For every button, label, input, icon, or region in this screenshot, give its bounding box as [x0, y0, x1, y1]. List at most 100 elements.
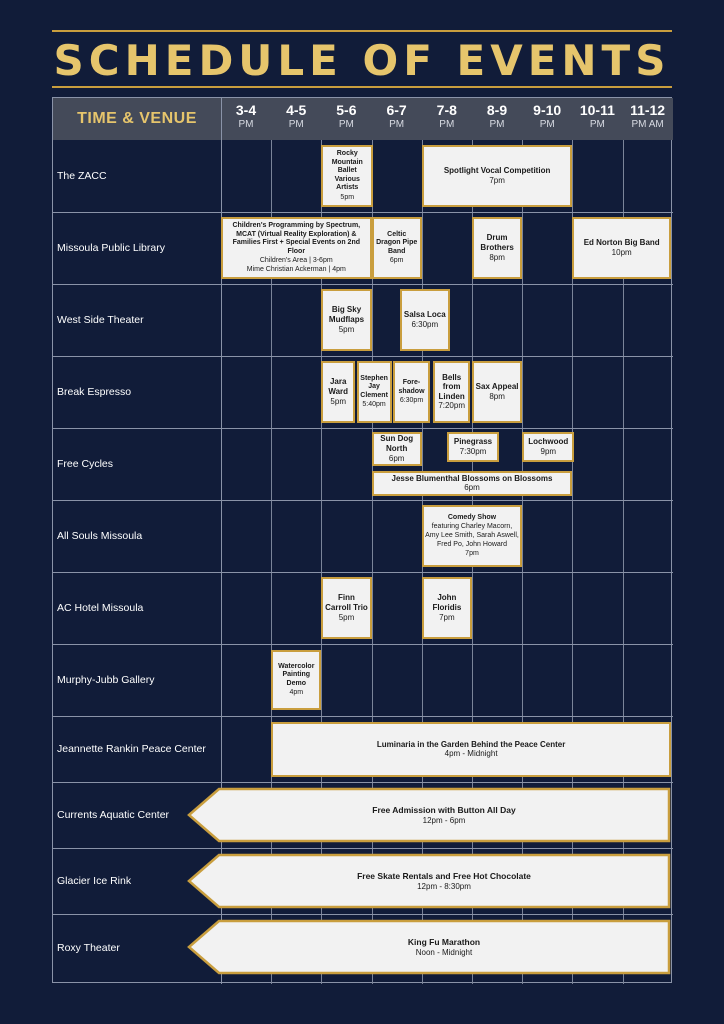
event-name: Finn Carroll Trio [325, 593, 368, 612]
time-slot-hours: 5-6 [336, 102, 357, 118]
event-name: Drum Brothers [480, 233, 514, 252]
time-slot-hours: 8-9 [486, 102, 508, 118]
time-slot-period: PM [539, 119, 555, 130]
venue-name: West Side Theater [57, 314, 144, 326]
event-name: Celtic Dragon Pipe Band [376, 230, 418, 255]
time-slot-period: PM [439, 119, 455, 130]
venue-name: Currents Aquatic Center [57, 809, 170, 821]
event-box[interactable]: Luminaria in the Garden Behind the Peace… [271, 722, 671, 777]
venue-label: Currents Aquatic Center [57, 782, 222, 848]
event-name: Sax Appeal [475, 382, 519, 392]
event-name: Pinegrass [453, 437, 493, 447]
event-name: Salsa Loca [403, 310, 446, 320]
event-box[interactable]: Watercolor Painting Demo 4pm [271, 650, 322, 710]
event-time: 12pm - 6pm [422, 815, 466, 825]
event-name: Free Admission with Button All Day [372, 804, 516, 815]
venue-label: AC Hotel Missoula [57, 572, 222, 644]
venue-name: All Souls Missoula [57, 530, 143, 542]
event-time: 7pm [439, 612, 455, 622]
venue-name: Glacier Ice Rink [57, 875, 132, 887]
event-box[interactable]: Celtic Dragon Pipe Band 6pm [371, 217, 422, 279]
event-name: Comedy Show [447, 513, 497, 521]
grid-column-line [623, 140, 624, 984]
time-slot-period: PM [489, 119, 505, 130]
time-venue-label: TIME & VENUE [77, 110, 197, 127]
time-slot-hours: 11-12 [630, 102, 666, 118]
event-name: Jesse Blumenthal Blossoms on Blossoms [391, 473, 553, 483]
venue-label: Jeannette Rankin Peace Center [57, 716, 222, 782]
event-box[interactable]: Stephen Jay Clement 5:40pm [356, 361, 392, 423]
grid-row-line [53, 212, 673, 213]
event-time: 5:40pm [362, 401, 386, 409]
venue-label: The ZACC [57, 140, 222, 212]
event-name: Children's Programming by Spectrum, MCAT… [232, 222, 361, 255]
venue-label: Murphy-Jubb Gallery [57, 644, 222, 716]
event-time: featuring Charley Macorn, Amy Lee Smith,… [425, 523, 519, 558]
venue-name: Murphy-Jubb Gallery [57, 674, 155, 686]
grid-column-line [372, 140, 373, 984]
banner-arrow-shape [187, 853, 671, 909]
grid-row-line [53, 284, 673, 285]
grid-column-line [522, 140, 523, 984]
event-name: Fore-shadow [398, 379, 425, 395]
grid-column-line [271, 140, 272, 984]
event-name: Watercolor Painting Demo [278, 662, 315, 687]
event-time: 6pm [389, 257, 404, 265]
grid-row-line [53, 914, 673, 915]
event-time: 12pm - 8:30pm [417, 881, 471, 891]
event-box[interactable]: Comedy Show featuring Charley Macorn, Amy… [421, 505, 523, 567]
time-slot-hours: 4-5 [286, 102, 307, 118]
event-time: 4pm [289, 689, 304, 697]
all-day-event-banner[interactable]: Free Skate Rentals and Free Hot Chocolat… [187, 853, 671, 909]
event-name: Luminaria in the Garden Behind the Peace… [376, 739, 566, 749]
event-name: Bells from Linden [438, 372, 465, 401]
event-time: 5pm [330, 396, 346, 406]
event-time: 5pm [340, 193, 355, 201]
event-time: 6pm [464, 483, 480, 493]
venue-name: Jeannette Rankin Peace Center [57, 743, 206, 755]
event-time: 5pm [338, 324, 355, 334]
event-box[interactable]: Children's Programming by Spectrum, MCAT… [221, 217, 372, 279]
event-name: Ed Norton Big Band [583, 238, 660, 248]
event-name: King Fu Marathon [407, 936, 481, 947]
event-time: 7:20pm [438, 401, 465, 411]
event-name: Sun Dog North [380, 434, 414, 453]
event-name: Stephen Jay Clement [360, 374, 388, 399]
event-time: 7:30pm [459, 446, 487, 456]
banner-arrow-shape [187, 787, 671, 843]
time-slot-hours: 9-10 [533, 102, 562, 118]
grid-row-line [53, 716, 673, 717]
event-time: Children's Area | 3-6pm Mime Christian A… [246, 257, 346, 273]
time-slot-hours: 7-8 [436, 102, 457, 118]
event-time: 5pm [338, 612, 355, 622]
venue-name: Roxy Theater [57, 942, 120, 954]
venue-name: Free Cycles [57, 458, 114, 470]
grid-row-line [53, 782, 673, 783]
